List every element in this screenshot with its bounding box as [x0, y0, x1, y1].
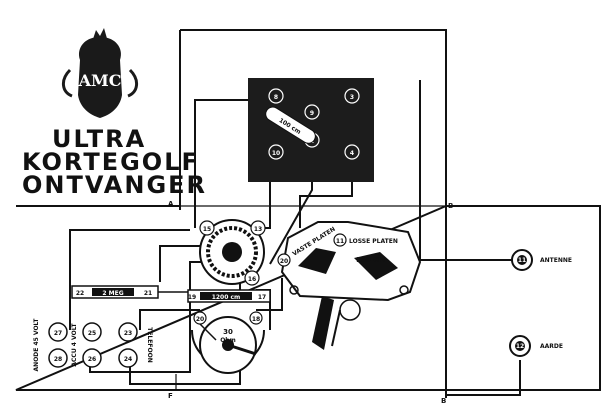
title-line3: ONTVANGER	[22, 171, 207, 199]
rheostat-left-pin: 20	[196, 316, 204, 323]
logo-crest-icon	[92, 28, 108, 42]
title-line1: ULTRA	[52, 125, 146, 153]
socket-pin-16: 16	[248, 276, 256, 283]
resistor-2meg-right-pin: 21	[144, 290, 152, 297]
jack-accu-pin-26: 26	[88, 356, 96, 363]
jack-accu-pin-25: 25	[88, 330, 96, 337]
jack-anode-pin-27: 27	[54, 330, 62, 337]
rheostat-value: 30	[223, 328, 233, 336]
rheostat-unit: Ohm	[220, 337, 236, 344]
coil-pin-3	[344, 88, 360, 104]
capacitor-losse-label: LOSSE PLATEN	[349, 238, 398, 245]
logo-shield-icon	[78, 37, 122, 118]
rheostat: 20 18 30 Ohm	[191, 311, 265, 374]
coil-block: 8 9 10 2 4 3 100 cm	[248, 78, 374, 182]
terminal-antenne: 11 ANTENNE	[511, 249, 572, 271]
resistor-1200-left-pin: 19	[188, 294, 196, 301]
resistor-1200-right-pin: 17	[258, 294, 266, 301]
coil-pin-4-label: 4	[350, 150, 354, 157]
resistor-2meg: 22 2 MEG 21	[71, 270, 191, 299]
terminal-aarde-number: 12	[516, 343, 524, 350]
variable-capacitor: 20 VASTE PLATEN 11 LOSSE PLATEN 150 CM	[277, 221, 422, 350]
resistor-1200cm: 19 1200 cm 17	[187, 289, 271, 303]
jack-telefoon	[118, 322, 138, 368]
resistor-2meg-value: 2 MEG	[102, 290, 123, 297]
jack-anode-label: ANODE 45 VOLT	[33, 318, 40, 372]
jack-accu	[82, 322, 102, 368]
corner-letter-b-top: B	[448, 202, 453, 210]
coil-pin-8	[268, 88, 284, 104]
coil-pin-3-label: 3	[350, 94, 354, 101]
coil-pin-10	[268, 144, 284, 160]
terminal-antenne-label: ANTENNE	[540, 257, 572, 264]
coil-pin-8-label: 8	[274, 94, 278, 101]
capacitor-value: 150 CM	[356, 256, 385, 264]
jack-anode	[48, 322, 68, 368]
resistor-2meg-left-pin: 22	[76, 290, 84, 297]
coil-pin-9	[304, 104, 320, 120]
capacitor-vaste-pin: 20	[280, 258, 288, 265]
logo-monogram: AMC	[78, 71, 122, 90]
logo: AMC	[62, 28, 138, 118]
jack-anode-pin-28: 28	[54, 356, 62, 363]
jack-telefoon-label: TELEFOON	[146, 327, 153, 362]
valve-socket: 15 13 16	[199, 219, 266, 286]
coil-pin-9-label: 9	[310, 110, 314, 117]
coil-pin-10-label: 10	[272, 150, 280, 157]
coil-pin-4	[344, 144, 360, 160]
socket-pin-13: 13	[254, 226, 262, 233]
socket-pin-15: 15	[203, 226, 211, 233]
jack-accu-label: ACCU 4 VOLT	[71, 322, 78, 366]
corner-letter-f: F	[168, 392, 173, 400]
capacitor-losse-pin: 11	[336, 238, 344, 245]
terminal-aarde-label: AARDE	[540, 343, 563, 350]
corner-letter-b-bottom: B	[441, 397, 446, 405]
rheostat-right-pin: 18	[252, 316, 260, 323]
wiring	[15, 29, 601, 398]
jack-telefoon-pin-24: 24	[124, 356, 132, 363]
terminal-aarde: 12 AARDE	[509, 335, 563, 357]
corner-letter-a: A	[168, 200, 174, 208]
jack-telefoon-pin-23: 23	[124, 330, 132, 337]
resistor-1200-value: 1200 cm	[212, 294, 241, 301]
terminal-antenne-number: 11	[518, 257, 526, 264]
title-line2: KORTEGOLF	[22, 148, 200, 176]
